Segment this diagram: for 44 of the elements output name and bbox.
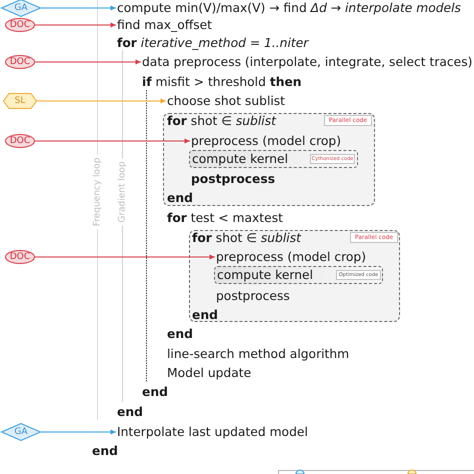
loop-label: Frequency loop — [92, 158, 102, 226]
statement-text: compute min(V)/max(V) → find Δd → interpolate models — [117, 1, 461, 15]
keyword-text: end — [167, 191, 193, 205]
code-block-panel — [163, 113, 375, 206]
code-block-panel — [189, 230, 400, 322]
statement-text: postprocess — [216, 289, 290, 303]
statement-text: Model update — [167, 366, 252, 380]
arrow — [34, 60, 142, 64]
statement-text: preprocess (model crop) — [216, 250, 366, 264]
statement-text: find max_offset — [117, 18, 212, 32]
keyword-text: end — [167, 327, 193, 341]
arrow — [36, 98, 166, 104]
tag-label: DOC — [10, 252, 30, 262]
tag-label: GA — [14, 427, 28, 437]
keyword-text: end — [92, 444, 118, 458]
statement-text: choose shot sublist — [167, 94, 286, 108]
statement-text: compute kernel — [217, 268, 314, 282]
statement-text: for iterative_method = 1..niter — [117, 36, 308, 50]
loop-label: Gradient loop — [117, 161, 128, 223]
statement-text: line-search method algorithm — [167, 347, 350, 361]
arrow — [40, 6, 116, 10]
kernel-panel — [189, 150, 358, 168]
tag-label: SL — [14, 96, 26, 106]
tag-label: DOC — [10, 136, 30, 146]
statement-text: for shot ∈ sublist — [192, 231, 301, 245]
keyword-text: end — [142, 385, 168, 399]
keyword-text: end — [117, 405, 143, 419]
statement-text: postprocess — [191, 172, 276, 186]
arrow — [34, 22, 116, 28]
statement-text: data preprocess (interpolate, integrate, select traces) — [142, 55, 472, 69]
arrow — [40, 430, 116, 434]
statement-text: compute kernel — [192, 152, 288, 166]
statement-text: preprocess (model crop) — [191, 134, 341, 148]
kernel-panel — [214, 266, 383, 284]
statement-text: Interpolate last updated model — [117, 425, 308, 439]
tag-label: GA — [14, 3, 28, 13]
tag-label: DOC — [10, 20, 30, 30]
statement-text: for shot ∈ sublist — [167, 114, 276, 128]
statement-text: for test < maxtest — [167, 211, 283, 225]
arrow — [34, 254, 216, 260]
tag-label: DOC — [10, 57, 30, 67]
arrow — [34, 138, 190, 144]
statement-text: if misfit > threshold then — [142, 75, 302, 89]
keyword-text: end — [192, 308, 218, 322]
